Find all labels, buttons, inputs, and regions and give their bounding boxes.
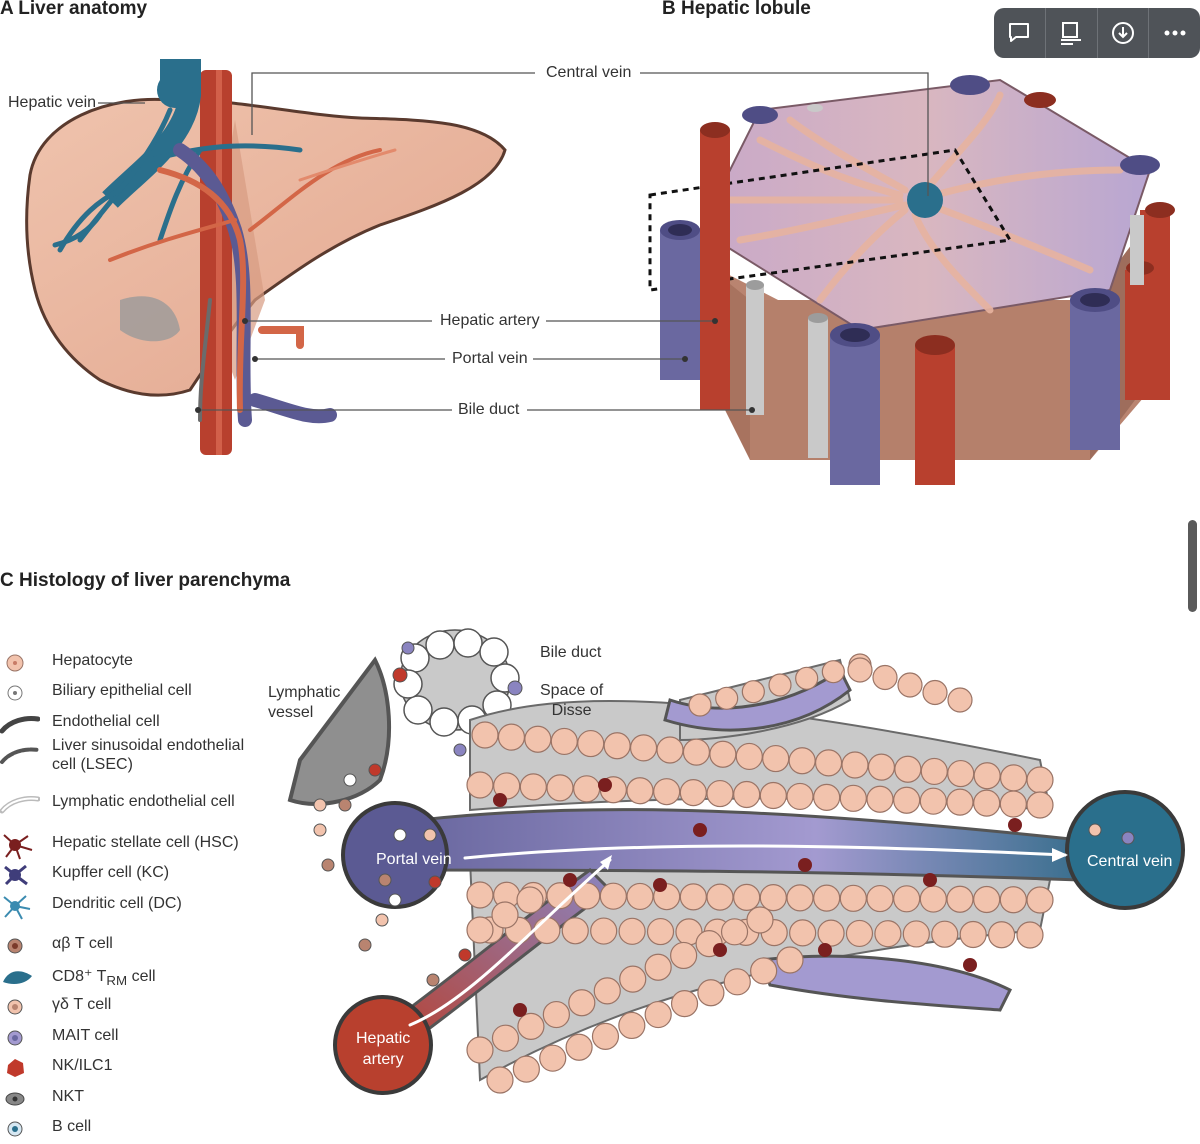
legend-label: MAIT cell	[52, 1027, 119, 1044]
legend-label: NK/ILC1	[52, 1057, 113, 1074]
lymphatic-vessel-label: Lymphatic vessel	[268, 684, 341, 721]
legend-item: B cell	[0, 1114, 260, 1144]
legend-item: Liver sinusoidal endothelial cell (LSEC)	[0, 737, 260, 773]
download-icon	[1111, 22, 1134, 44]
central-vein-top	[907, 182, 943, 218]
mait-cell-icon	[7, 1030, 23, 1046]
lymphatic-endothelial-cell-icon	[0, 796, 40, 814]
portal-vein-c-label: Portal vein	[376, 851, 452, 868]
gd-t-cell-icon	[7, 999, 23, 1015]
hepatocyte-icon	[6, 654, 24, 672]
legend-item: Biliary epithelial cell	[0, 678, 260, 708]
portal-vein-label: Portal vein	[452, 350, 528, 367]
panel-b-title: B Hepatic lobule	[662, 0, 811, 19]
legend-item: Dendritic cell (DC)	[0, 891, 260, 921]
liver-silhouette	[25, 97, 507, 397]
legend-item: NK/ILC1	[0, 1053, 260, 1083]
reader-view-icon	[1061, 22, 1082, 45]
portal-artery-branches	[108, 143, 397, 427]
comment-icon	[1009, 23, 1030, 42]
nk-ilc1-icon	[7, 1059, 24, 1077]
comment-button[interactable]	[994, 8, 1046, 58]
more-button[interactable]	[1149, 8, 1200, 58]
legend-label: αβ T cell	[52, 935, 113, 952]
legend-label: CD8⁺ TRM cell	[52, 968, 156, 989]
space-of-disse-label: Space of Disse	[540, 682, 604, 719]
bile-duct-c-label: Bile duct	[540, 644, 602, 661]
more-icon	[1164, 30, 1186, 36]
legend-item: Endothelial cell	[0, 709, 260, 739]
image-toolbar	[994, 8, 1200, 58]
panel-c-title: C Histology of liver parenchyma	[0, 570, 291, 591]
legend-label: Hepatic stellate cell (HSC)	[52, 834, 239, 851]
hepatic-lobule-prism	[648, 75, 1175, 485]
legend-label: Hepatocyte	[52, 652, 133, 669]
legend-label: Liver sinusoidal endothelial cell (LSEC)	[52, 737, 245, 773]
endothelial-cell-icon	[0, 716, 40, 734]
lsec-icon	[0, 747, 40, 764]
legend-item: Hepatocyte	[0, 648, 260, 678]
vertical-scrollbar[interactable]	[1188, 520, 1197, 612]
legend-label: Dendritic cell (DC)	[52, 895, 182, 912]
nkt-icon	[5, 1092, 25, 1106]
legend-item: Hepatic stellate cell (HSC)	[0, 830, 260, 860]
legend-label: Endothelial cell	[52, 713, 160, 730]
leader-lines	[98, 72, 929, 411]
liver-anatomy-illustration	[25, 59, 1175, 485]
central-vein-c-label: Central vein	[1087, 853, 1173, 870]
portal-triad-columns	[660, 75, 1175, 485]
central-vein-label: Central vein	[546, 64, 632, 81]
legend-item: Kupffer cell (KC)	[0, 860, 260, 890]
legend-item: γδ T cell	[0, 992, 260, 1022]
legend-label: Kupffer cell (KC)	[52, 864, 170, 881]
legend-label: γδ T cell	[52, 996, 112, 1013]
biliary-epithelial-cell-icon	[7, 685, 23, 701]
dendritic-cell-icon	[3, 895, 31, 920]
legend-item: αβ T cell	[0, 931, 260, 961]
legend-item: MAIT cell	[0, 1023, 260, 1053]
ab-t-cell-icon	[7, 938, 23, 954]
hepatic-artery-c-label: Hepatic artery	[356, 1030, 411, 1068]
legend-item: NKT	[0, 1084, 260, 1114]
hepatic-stellate-cell-icon	[3, 834, 33, 860]
legend-label: Biliary epithelial cell	[52, 682, 192, 699]
panel-a-title: A Liver anatomy	[0, 0, 148, 19]
legend-label: B cell	[52, 1118, 92, 1135]
b-cell-icon	[7, 1121, 23, 1137]
bile-duct-ring	[393, 628, 520, 737]
hepatic-vein-label: Hepatic vein	[8, 94, 97, 111]
legend-label: NKT	[52, 1088, 84, 1105]
legend-item: CD8⁺ TRM cell	[0, 962, 260, 992]
kupffer-cell-icon	[4, 864, 28, 886]
legend-item: Lymphatic endothelial cell	[0, 789, 260, 819]
reader-view-button[interactable]	[1046, 8, 1098, 58]
cd8-trm-cell-icon	[3, 971, 32, 984]
hepatic-artery-label: Hepatic artery	[440, 312, 540, 329]
download-button[interactable]	[1098, 8, 1150, 58]
bile-duct-label: Bile duct	[458, 401, 520, 418]
legend-label: Lymphatic endothelial cell	[52, 793, 235, 810]
